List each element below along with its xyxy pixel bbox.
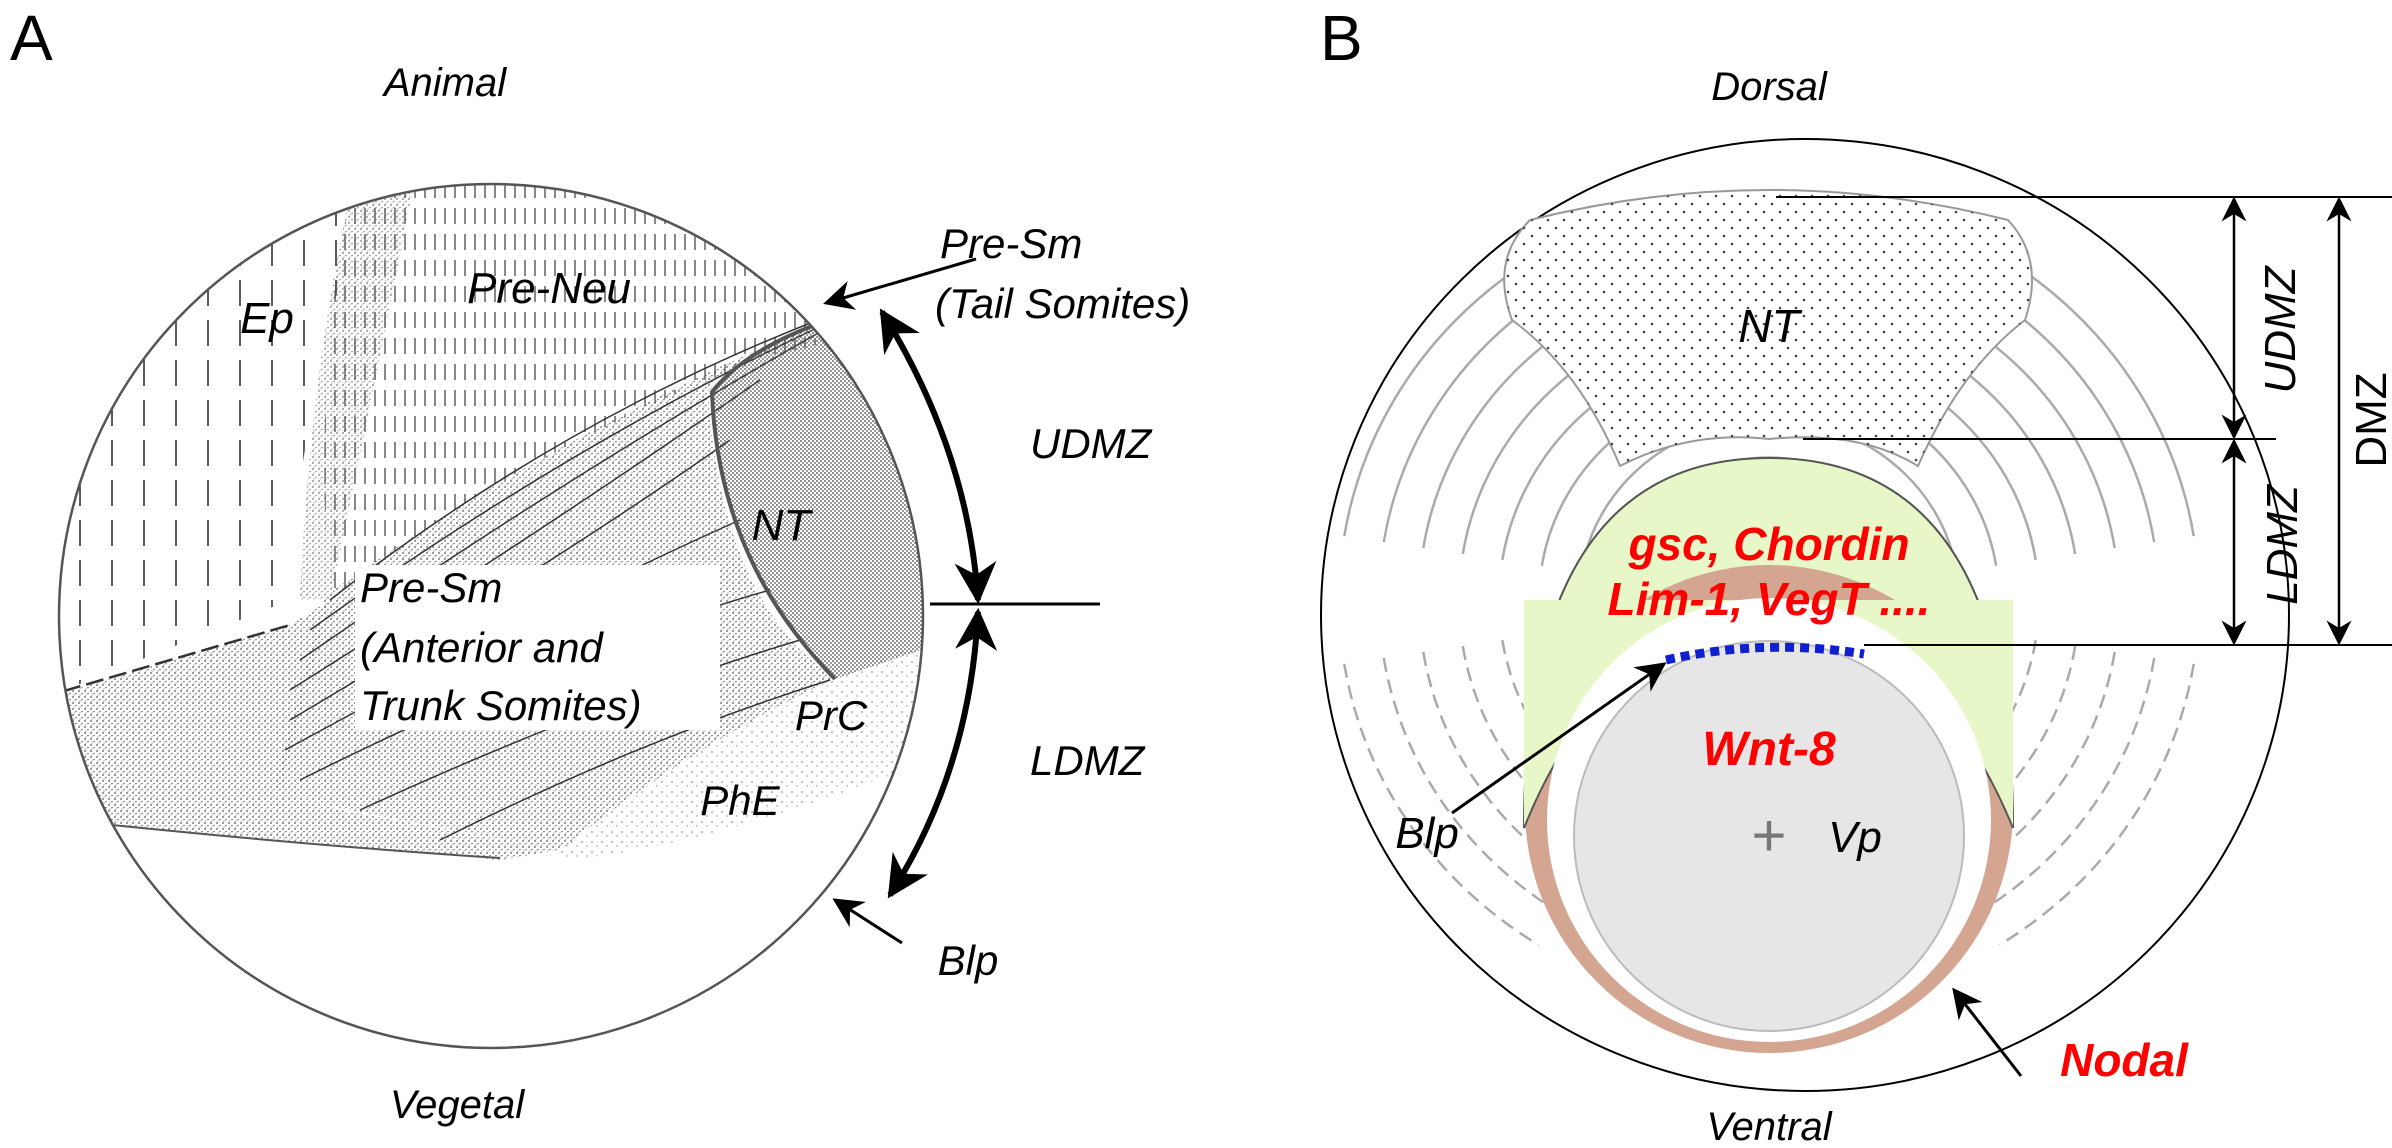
panel-b-letter: B <box>1320 2 1363 74</box>
dashed-arc <box>1501 639 1625 818</box>
label-blp-a: Blp <box>938 937 999 984</box>
dashed-arc <box>1913 639 2037 818</box>
label-blp-b: Blp <box>1395 809 1459 858</box>
dashed-arc <box>1998 663 2195 946</box>
label-pre-neu: Pre-Neu <box>467 264 631 313</box>
label-prc: PrC <box>795 692 868 739</box>
dashed-arc <box>1977 657 2156 914</box>
vegetal-pole-label: Vegetal <box>390 1083 525 1127</box>
blp-arrow-a <box>832 898 903 945</box>
pre-sm-label-background <box>355 565 720 730</box>
tail-somites-arrow <box>823 257 977 310</box>
dashed-arc <box>1343 663 1540 946</box>
label-ep: Ep <box>240 294 294 343</box>
genes-line-1: gsc, Chordin <box>1627 518 1909 570</box>
vegetal-stipple-band <box>59 600 560 860</box>
dorsal-label: Dorsal <box>1711 65 1828 109</box>
neural-tissue-region <box>1504 190 2033 466</box>
yolk-vegetal-region <box>1573 640 1965 1032</box>
nodal-label: Nodal <box>2060 1034 2189 1086</box>
vp-label: Vp <box>1828 813 1882 862</box>
panel-b: B Dorsal Ventral NT gsc, Chordin Lim-1, … <box>1320 2 2392 1148</box>
animal-pole-label: Animal <box>382 61 507 105</box>
label-pre-sm-1: Pre-Sm <box>360 564 502 611</box>
prc-phe-region <box>560 640 923 860</box>
label-dmz: DMZ <box>2347 372 2392 467</box>
label-pre-sm-tail-2: (Tail Somites) <box>935 280 1190 327</box>
genes-line-2: Lim-1, VegT .... <box>1608 573 1931 625</box>
blp-arrow-b <box>1451 662 1667 815</box>
label-udmz-b: UDMZ <box>2256 264 2305 393</box>
ldmz-arc-arrow <box>887 607 998 899</box>
panel-a-letter: A <box>10 2 53 74</box>
label-pre-sm-tail-1: Pre-Sm <box>940 220 1082 267</box>
label-nt-a: NT <box>752 501 814 550</box>
udmz-arc-arrow <box>879 308 997 605</box>
nodal-arrow <box>1952 987 2023 1077</box>
label-pre-sm-3: Trunk Somites) <box>360 682 642 729</box>
label-ldmz-b: LDMZ <box>2258 483 2307 605</box>
panel-a: A Animal Vegetal <box>10 2 1190 1127</box>
vegetal-pole-plus-icon: + <box>1751 802 1786 869</box>
label-pre-sm-2: (Anterior and <box>360 624 604 671</box>
ventral-label: Ventral <box>1706 1105 1832 1148</box>
label-phe: PhE <box>700 777 780 824</box>
label-ldmz-a: LDMZ <box>1030 737 1146 784</box>
label-nt-b: NT <box>1738 300 1802 352</box>
dashed-arc <box>1382 657 1561 914</box>
wnt8-label: Wnt-8 <box>1702 723 1836 776</box>
label-udmz-a: UDMZ <box>1030 420 1153 467</box>
